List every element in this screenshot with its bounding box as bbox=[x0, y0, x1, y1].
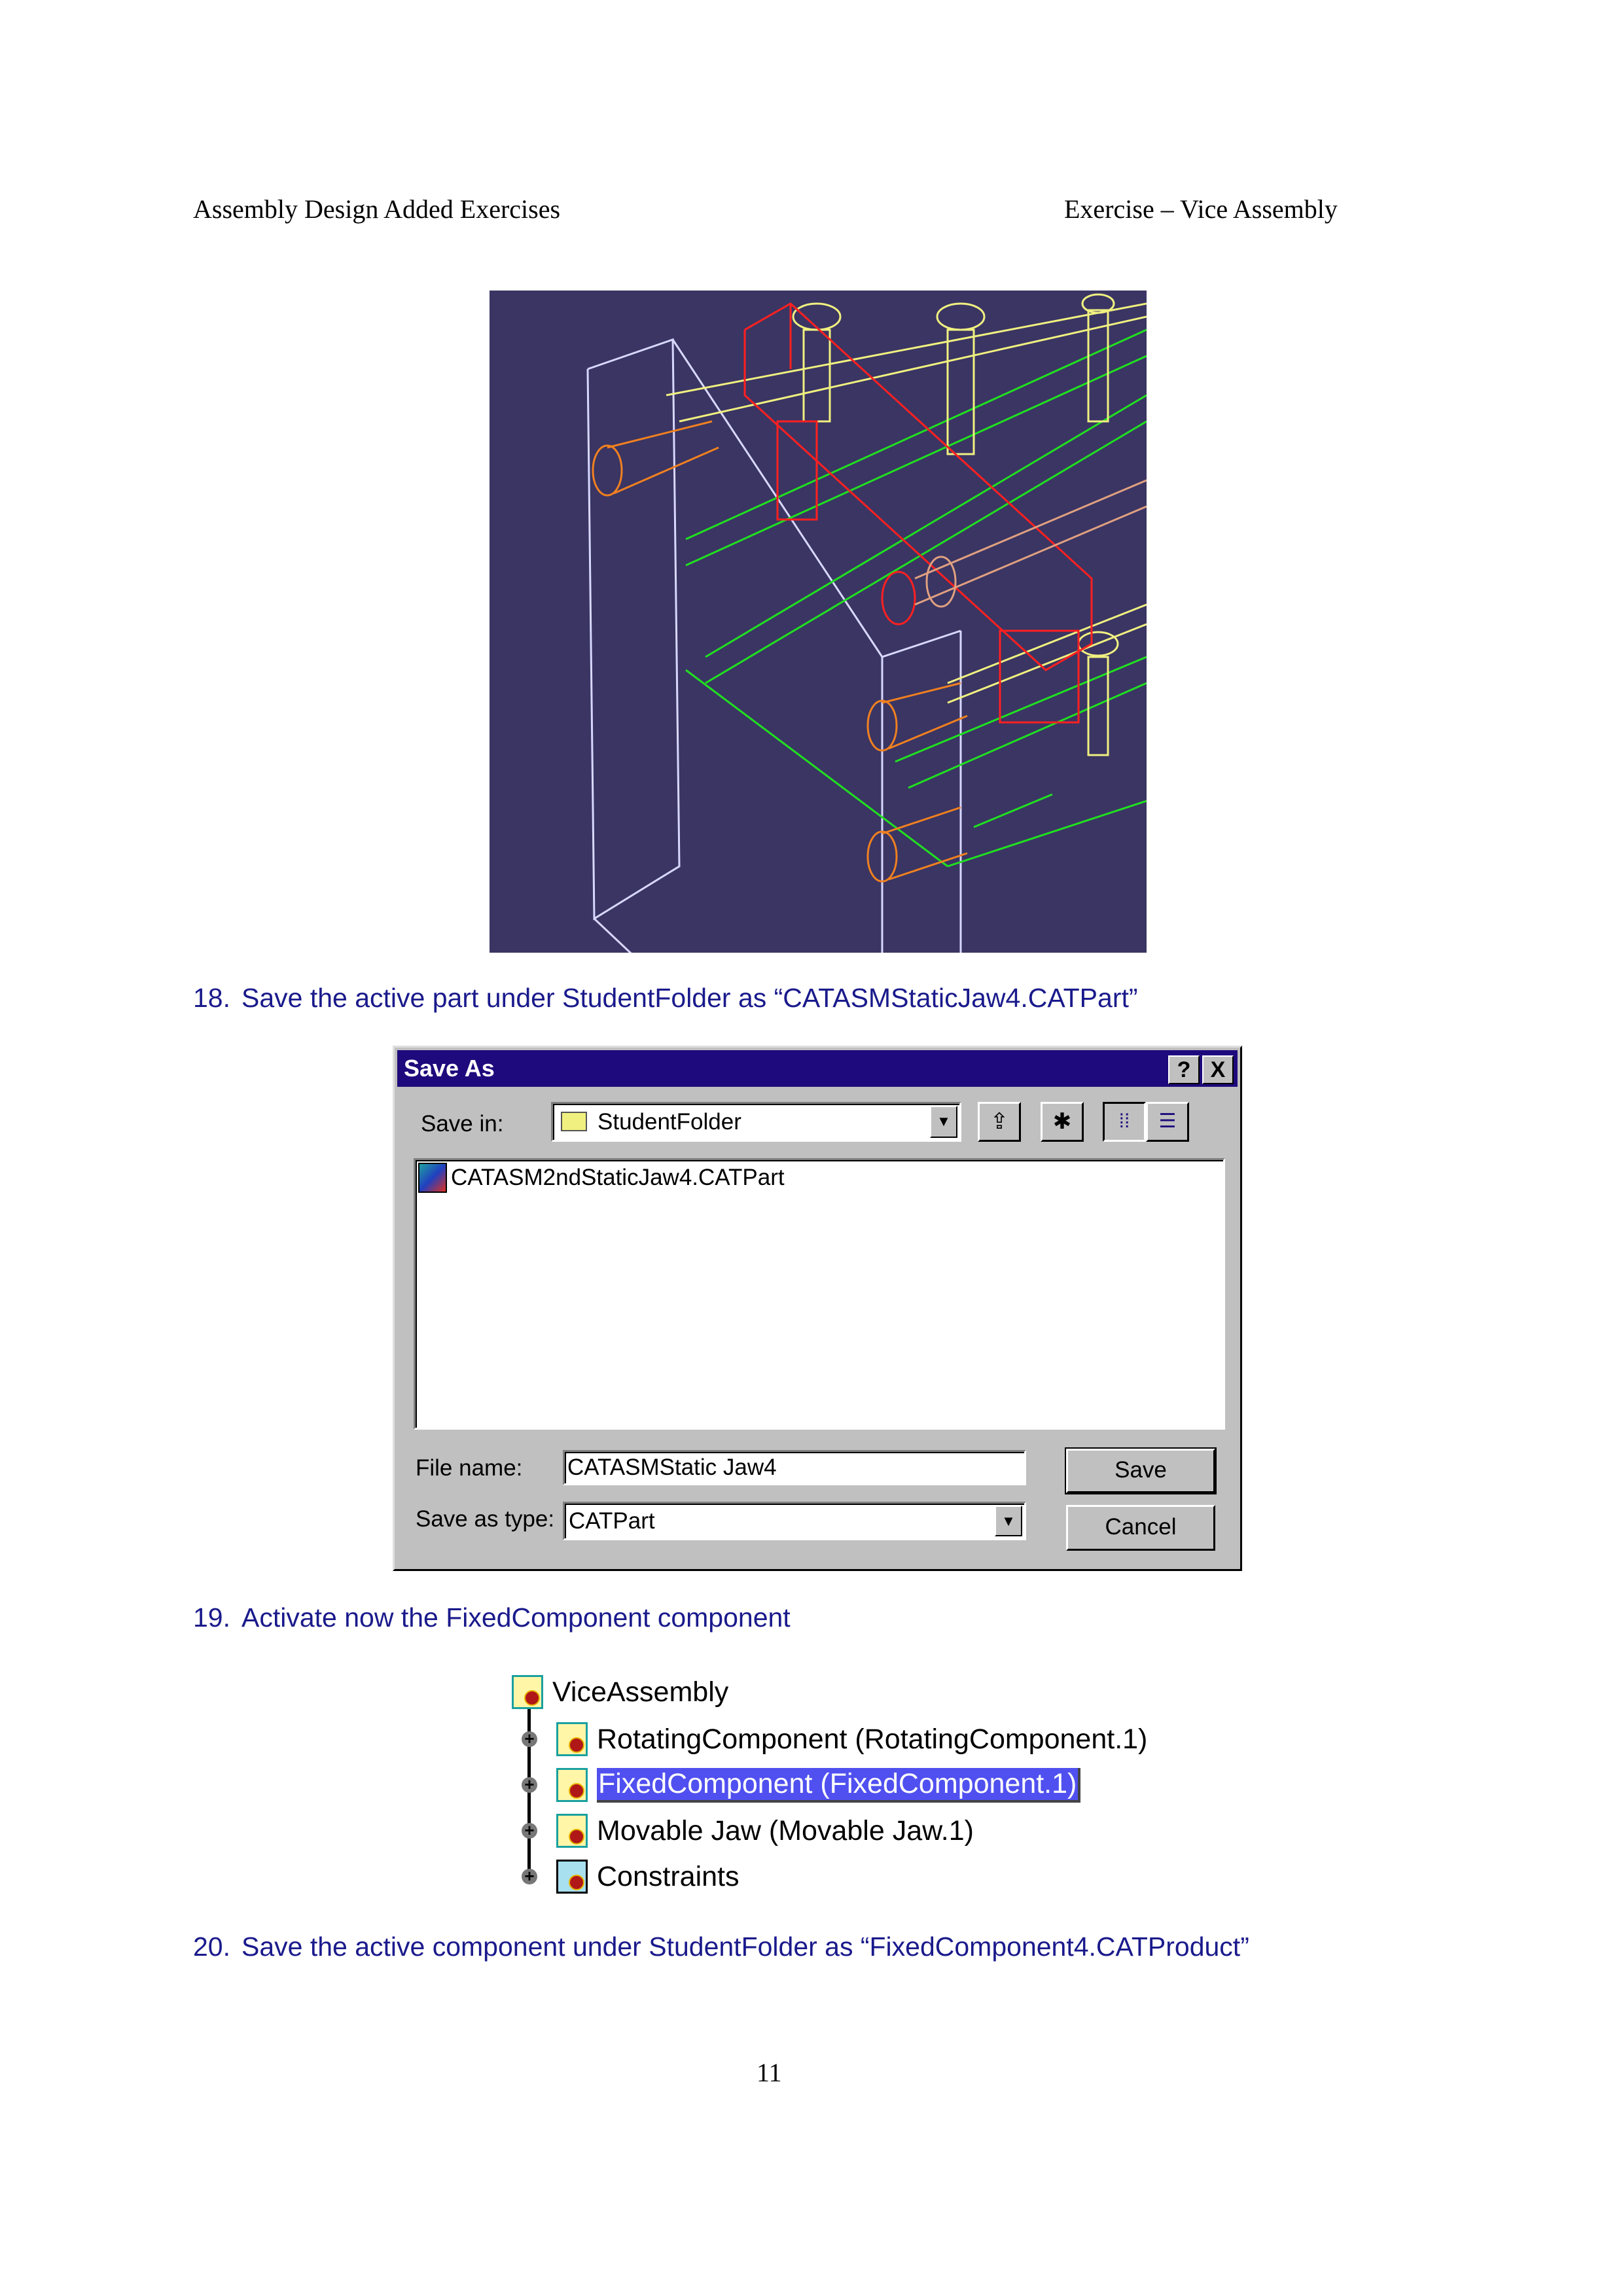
tree-label: Movable Jaw (Movable Jaw.1) bbox=[597, 1814, 974, 1846]
save-in-label: Save in: bbox=[421, 1111, 504, 1137]
vice-assembly-3d-view bbox=[490, 291, 1147, 953]
constraints-icon bbox=[556, 1860, 588, 1894]
file-item[interactable]: CATASM2ndStaticJaw4.CATPart bbox=[418, 1163, 785, 1193]
save-in-value: StudentFolder bbox=[597, 1108, 741, 1135]
header-right: Exercise – Vice Assembly bbox=[1064, 194, 1338, 224]
details-view-icon: ☰ bbox=[1158, 1110, 1177, 1132]
yellow-parts bbox=[666, 293, 1147, 756]
save-as-type-select[interactable]: CATPart ▼ bbox=[563, 1502, 1026, 1540]
file-name-value: CATASMStatic Jaw4 bbox=[567, 1455, 777, 1480]
tree-node-constraints[interactable]: Constraints bbox=[556, 1858, 739, 1895]
close-button[interactable]: X bbox=[1202, 1055, 1234, 1084]
file-name-input[interactable]: CATASMStatic Jaw4 bbox=[563, 1450, 1026, 1485]
expand-icon[interactable]: + bbox=[522, 1867, 537, 1884]
tree-connector bbox=[527, 1708, 531, 1878]
folder-icon bbox=[561, 1112, 587, 1131]
dialog-title: Save As bbox=[404, 1055, 495, 1082]
tree-label: ViceAssembly bbox=[552, 1676, 729, 1708]
red-jaw bbox=[743, 302, 1093, 724]
step-number: 19. bbox=[193, 1602, 230, 1633]
green-parts bbox=[685, 328, 1147, 868]
expand-icon[interactable]: + bbox=[522, 1730, 537, 1747]
tree-label: Constraints bbox=[597, 1860, 740, 1892]
save-button[interactable]: Save bbox=[1065, 1447, 1217, 1494]
save-as-dialog: Save As ? X Save in: StudentFolder ▼ ⇪ ✱… bbox=[393, 1046, 1242, 1571]
file-list[interactable]: CATASM2ndStaticJaw4.CATPart bbox=[414, 1158, 1225, 1430]
page-number: 11 bbox=[757, 2058, 782, 2087]
cancel-button[interactable]: Cancel bbox=[1066, 1505, 1215, 1551]
chevron-down-icon[interactable]: ▼ bbox=[995, 1506, 1022, 1536]
list-view-button[interactable]: ⁞⁞ bbox=[1103, 1102, 1146, 1142]
new-folder-button[interactable]: ✱ bbox=[1041, 1102, 1084, 1142]
file-name-label: File name: bbox=[416, 1455, 523, 1481]
catpart-file-icon bbox=[418, 1163, 447, 1193]
step-text: Activate now the FixedComponent componen… bbox=[241, 1602, 791, 1633]
base-wireframe bbox=[586, 338, 962, 953]
orange-parts bbox=[592, 420, 968, 883]
step-number: 20. bbox=[193, 1932, 230, 1962]
screw bbox=[914, 479, 1147, 608]
tree-node-rotating-component[interactable]: RotatingComponent (RotatingComponent.1) bbox=[556, 1721, 1147, 1757]
up-folder-button[interactable]: ⇪ bbox=[978, 1102, 1021, 1142]
step-18: 18. Save the active part under StudentFol… bbox=[193, 983, 1138, 1014]
step-19: 19. Activate now the FixedComponent compo… bbox=[193, 1602, 791, 1633]
file-name: CATASM2ndStaticJaw4.CATPart bbox=[451, 1165, 785, 1190]
tree-label: RotatingComponent (RotatingComponent.1) bbox=[597, 1723, 1148, 1755]
save-as-type-value: CATPart bbox=[569, 1508, 655, 1534]
step-text: Save the active component under StudentF… bbox=[241, 1932, 1249, 1962]
product-icon bbox=[556, 1768, 588, 1802]
step-text: Save the active part under StudentFolder… bbox=[241, 983, 1138, 1013]
save-as-type-label: Save as type: bbox=[416, 1506, 555, 1532]
product-icon bbox=[556, 1814, 588, 1848]
dialog-title-bar: Save As ? X bbox=[397, 1050, 1238, 1087]
product-icon bbox=[556, 1722, 588, 1756]
tree-node-root[interactable]: ViceAssembly bbox=[512, 1674, 728, 1710]
expand-icon[interactable]: + bbox=[522, 1822, 537, 1839]
save-in-combo[interactable]: StudentFolder ▼ bbox=[551, 1102, 961, 1142]
header-left: Assembly Design Added Exercises bbox=[193, 194, 561, 224]
expand-icon[interactable]: + bbox=[522, 1776, 537, 1793]
help-button[interactable]: ? bbox=[1168, 1055, 1200, 1084]
up-folder-icon: ⇪ bbox=[990, 1109, 1009, 1134]
tree-node-movable-jaw[interactable]: Movable Jaw (Movable Jaw.1) bbox=[556, 1812, 974, 1849]
details-view-button[interactable]: ☰ bbox=[1146, 1102, 1189, 1142]
product-icon bbox=[512, 1675, 543, 1709]
chevron-down-icon[interactable]: ▼ bbox=[930, 1106, 957, 1138]
new-folder-icon: ✱ bbox=[1052, 1109, 1072, 1134]
tree-node-fixed-component[interactable]: FixedComponent (FixedComponent.1) bbox=[556, 1767, 1081, 1803]
tree-label-selected: FixedComponent (FixedComponent.1) bbox=[597, 1767, 1081, 1803]
step-number: 18. bbox=[193, 983, 230, 1013]
step-20: 20. Save the active component under Stude… bbox=[193, 1932, 1249, 1962]
list-view-icon: ⁞⁞ bbox=[1118, 1110, 1130, 1132]
